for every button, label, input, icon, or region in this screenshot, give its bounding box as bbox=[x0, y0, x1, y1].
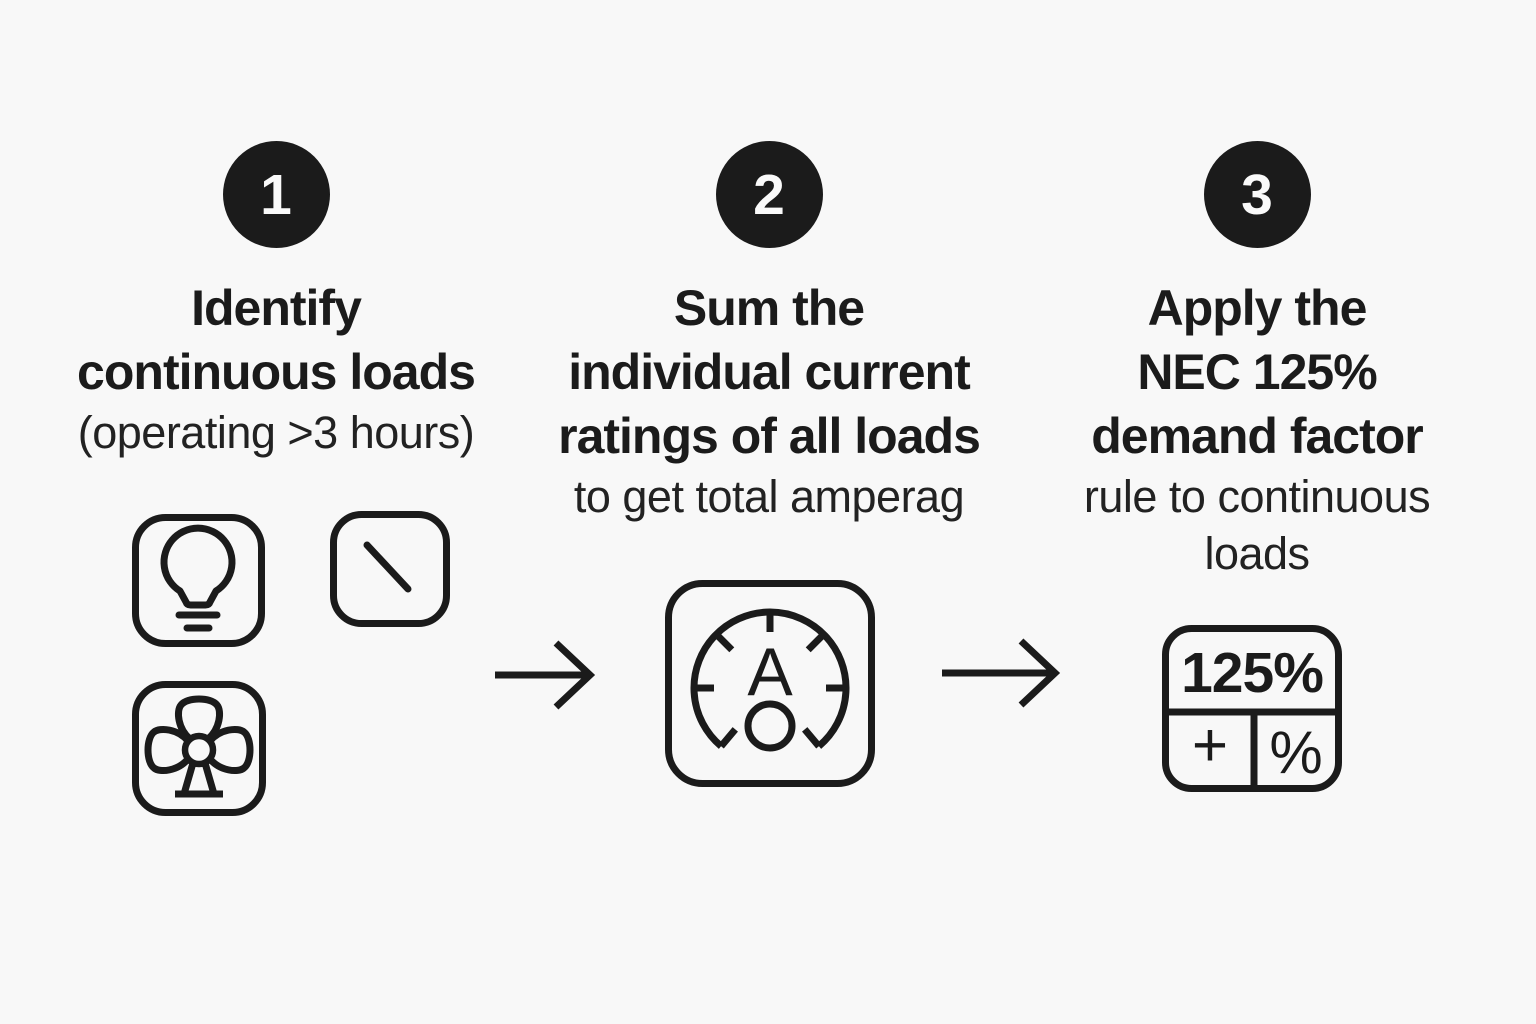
step-1-title: Identify continuous loads bbox=[36, 276, 516, 404]
step-2: 2 Sum the individual current ratings of … bbox=[529, 141, 1009, 525]
lightbulb-icon-frame bbox=[132, 514, 265, 647]
fan-icon bbox=[132, 681, 266, 816]
step-2-title: Sum the individual current ratings of al… bbox=[529, 276, 1009, 468]
arrow-right-icon bbox=[495, 640, 596, 710]
step-2-title-line-1: Sum the bbox=[673, 280, 865, 336]
step-3: 3 Apply the NEC 125% demand factor rule … bbox=[1017, 141, 1497, 582]
step-3-subtitle: rule to continuous loads bbox=[1017, 468, 1497, 582]
arrow-head bbox=[553, 640, 596, 710]
calculator-icon: 125% + % bbox=[1162, 625, 1342, 792]
step-3-number: 3 bbox=[1241, 162, 1273, 227]
calculator-percent-value: 125% bbox=[1181, 641, 1323, 705]
step-3-subtitle-line-2: loads bbox=[1204, 528, 1310, 579]
step-1: 1 Identify continuous loads (operating >… bbox=[36, 141, 516, 461]
step-3-title-line-1: Apply the bbox=[1147, 280, 1368, 336]
step-1-subtitle: (operating >3 hours) bbox=[36, 404, 516, 461]
diagonal-line-icon-frame bbox=[330, 511, 450, 627]
step-3-number-badge: 3 bbox=[1203, 141, 1311, 248]
gauge-unit-letter: A bbox=[747, 634, 793, 710]
step-1-number-badge: 1 bbox=[222, 141, 330, 248]
step-1-title-line-2: continuous loads bbox=[77, 344, 476, 400]
fan-icon-frame bbox=[132, 681, 266, 816]
step-3-subtitle-line-1: rule to continuous bbox=[1083, 471, 1431, 522]
step-2-subtitle-line-1: to get total amperag bbox=[573, 471, 965, 522]
step-1-subtitle-line-1: (operating >3 hours) bbox=[77, 407, 475, 458]
ammeter-gauge-icon: A bbox=[665, 580, 875, 787]
step-1-number: 1 bbox=[260, 162, 292, 227]
step-2-number-badge: 2 bbox=[715, 141, 823, 248]
step-3-title-line-3: demand factor bbox=[1091, 408, 1424, 464]
fan-stand bbox=[175, 762, 223, 798]
step-2-subtitle: to get total amperag bbox=[529, 468, 1009, 525]
gauge-knob bbox=[744, 700, 796, 752]
fan-hub bbox=[181, 732, 217, 768]
step-3-title-line-2: NEC 125% bbox=[1137, 344, 1377, 400]
lightbulb-icon bbox=[132, 514, 265, 647]
lightbulb-bulb bbox=[160, 524, 236, 609]
calculator-percent-key: % bbox=[1269, 719, 1322, 786]
gauge-ticks bbox=[694, 612, 846, 749]
ammeter-frame bbox=[665, 580, 875, 787]
calculator-dividers bbox=[1165, 708, 1339, 788]
arrow-head bbox=[1018, 638, 1061, 708]
calculator-plus-key: + bbox=[1192, 711, 1228, 780]
diagonal-line-icon bbox=[330, 511, 450, 627]
step-2-title-line-3: ratings of all loads bbox=[558, 408, 981, 464]
step-3-title: Apply the NEC 125% demand factor bbox=[1017, 276, 1497, 468]
arrow-right-icon bbox=[942, 638, 1061, 708]
diagonal-line bbox=[363, 541, 412, 593]
step-2-number: 2 bbox=[753, 162, 785, 227]
step-2-title-line-2: individual current bbox=[568, 344, 971, 400]
step-1-title-line-1: Identify bbox=[191, 280, 362, 336]
